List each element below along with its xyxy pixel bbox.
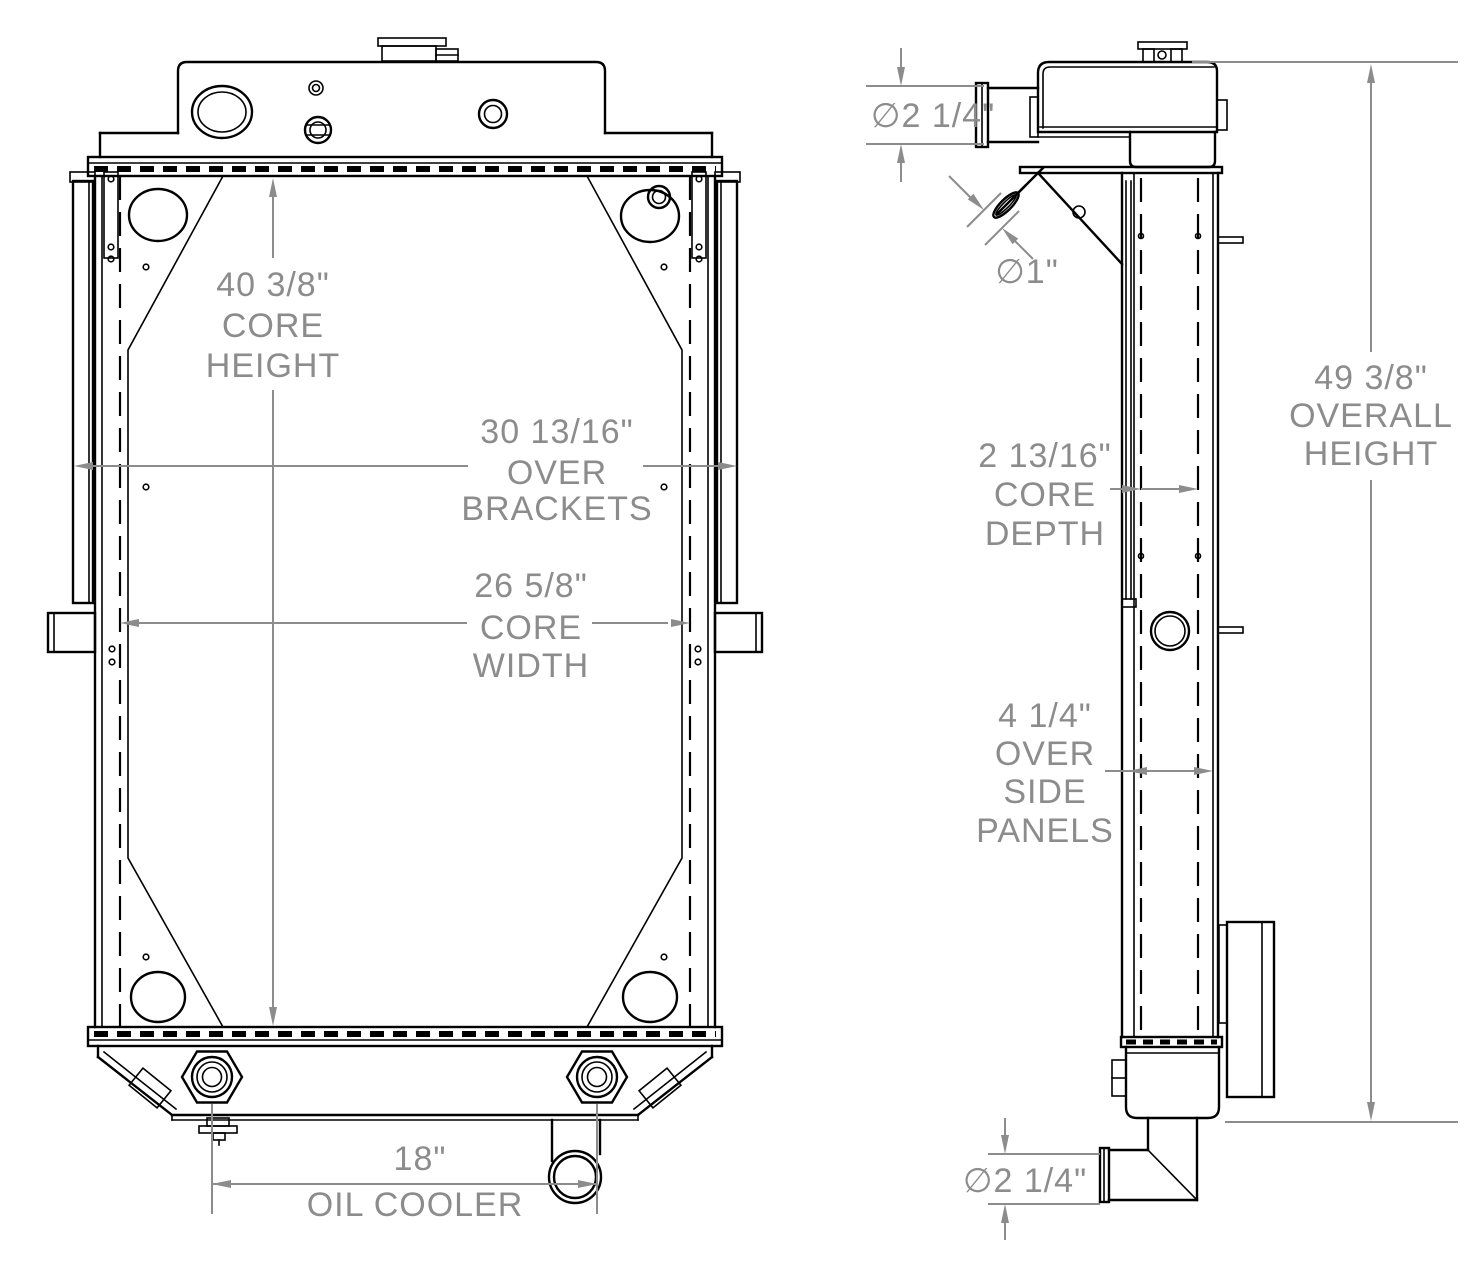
outlet-diameter-value: ∅2 1/4" <box>963 1162 1087 1200</box>
bracket-rail-right <box>714 171 741 605</box>
core-width-label-2: WIDTH <box>473 647 589 685</box>
overall-height-label-1: OVERALL <box>1289 397 1453 435</box>
shroud-left <box>127 174 225 1029</box>
bottom-outlet-tube <box>547 1118 603 1205</box>
over-side-panels-label-1: OVER <box>995 735 1095 773</box>
oil-cooler-value: 18" <box>394 1140 447 1178</box>
gusset <box>1036 171 1124 266</box>
top-tank-outline <box>176 60 607 135</box>
over-brackets-label-2: BRACKETS <box>461 490 652 528</box>
over-brackets-value: 30 13/16" <box>480 413 633 451</box>
tank-ports <box>190 80 509 145</box>
dim-vent-diameter: ∅1" <box>948 175 1059 291</box>
inlet-diameter-value: ∅2 1/4" <box>871 97 995 135</box>
dim-core-depth: 2 13/16" CORE DEPTH <box>978 437 1198 553</box>
dim-oil-cooler: 18" OIL COOLER <box>211 1104 598 1224</box>
mounting-tab-right <box>713 611 764 654</box>
shroud-right <box>585 174 683 1029</box>
over-brackets-label-1: OVER <box>507 454 607 492</box>
dim-core-height: 40 3/8" CORE HEIGHT <box>206 178 340 1026</box>
drain-petcock <box>198 1117 238 1146</box>
side-tab-lower <box>1217 626 1244 634</box>
bottom-header-plate <box>86 1025 724 1048</box>
top-header-plate <box>86 155 724 178</box>
dim-core-width: 26 5/8" CORE WIDTH <box>120 567 690 685</box>
corner-circles <box>127 184 681 1024</box>
elbow-outlet <box>1098 1116 1199 1204</box>
over-side-panels-label-3: PANELS <box>976 812 1114 850</box>
panel-holes <box>107 175 703 961</box>
filler-cap <box>377 37 459 62</box>
over-side-panels-label-2: SIDE <box>1003 773 1086 811</box>
side-tab-upper <box>1217 236 1244 244</box>
overall-height-value: 49 3/8" <box>1314 359 1428 397</box>
core-width-label-1: CORE <box>480 609 582 647</box>
side-view <box>974 41 1276 1204</box>
overall-height-label-2: HEIGHT <box>1304 435 1438 473</box>
side-bottom-tank <box>1111 1045 1221 1120</box>
vent-pipe <box>992 166 1045 219</box>
tank-side-boss <box>1216 99 1228 131</box>
clip-strip-right <box>691 171 707 259</box>
side-bracket-panel <box>1218 920 1276 1099</box>
mounting-tab-left <box>46 611 97 654</box>
oil-cooler-fitting-right <box>565 1050 629 1104</box>
core-depth-value: 2 13/16" <box>978 437 1112 475</box>
side-top-tank <box>1036 60 1219 134</box>
oil-cooler-label: OIL COOLER <box>307 1186 524 1224</box>
core-width-value: 26 5/8" <box>474 567 588 605</box>
dim-inlet-diameter: ∅2 1/4" <box>866 48 995 182</box>
bracket-rail-left <box>69 171 96 605</box>
bottom-tank <box>96 1044 714 1121</box>
core-height-value: 40 3/8" <box>216 266 330 304</box>
oil-cooler-fitting-left <box>180 1050 244 1104</box>
tank-lower-tier <box>1128 130 1217 169</box>
front-view <box>46 37 764 1205</box>
filler-cap-side <box>1137 41 1188 63</box>
dim-overall-height: 49 3/8" OVERALL HEIGHT <box>1192 61 1458 1123</box>
core-depth-label-1: CORE <box>994 476 1096 514</box>
side-bottom-header <box>1119 1035 1224 1049</box>
core-height-label-2: HEIGHT <box>206 347 340 385</box>
dim-over-side-panels: 4 1/4" OVER SIDE PANELS <box>976 697 1213 850</box>
dim-over-brackets: 30 13/16" OVER BRACKETS <box>74 413 737 528</box>
inlet-pipe <box>974 81 1040 149</box>
clip-strip-left <box>103 171 119 259</box>
dim-outlet-diameter: ∅2 1/4" <box>963 1118 1100 1240</box>
vent-diameter-value: ∅1" <box>995 253 1059 291</box>
core-column <box>1120 171 1244 1039</box>
core-height-label-1: CORE <box>222 307 324 345</box>
core-depth-label-2: DEPTH <box>985 515 1105 553</box>
over-side-panels-value: 4 1/4" <box>998 697 1092 735</box>
